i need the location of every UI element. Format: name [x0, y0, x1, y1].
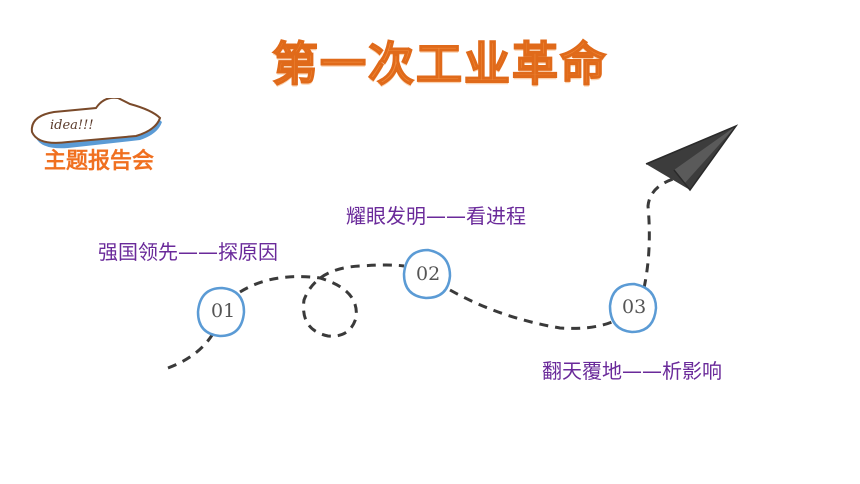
badge-label: 主题报告会	[44, 149, 155, 174]
step-label-01[interactable]: 强国领先——探原因	[98, 240, 278, 264]
idea-badge-icon: idea!!!	[30, 98, 162, 149]
step-number-02: 02	[416, 263, 441, 285]
step-node-03	[608, 282, 658, 334]
step-number-01: 01	[211, 300, 236, 322]
step-node-01	[196, 286, 246, 338]
step-label-02[interactable]: 耀眼发明——看进程	[346, 204, 526, 228]
step-number-03: 03	[622, 296, 647, 318]
badge-icon-text: idea!!!	[50, 118, 94, 133]
paper-plane-icon	[645, 124, 739, 192]
step-label-03[interactable]: 翻天覆地——析影响	[542, 359, 722, 383]
step-node-02	[402, 248, 452, 300]
page-title: 第一次工业革命	[271, 36, 608, 92]
